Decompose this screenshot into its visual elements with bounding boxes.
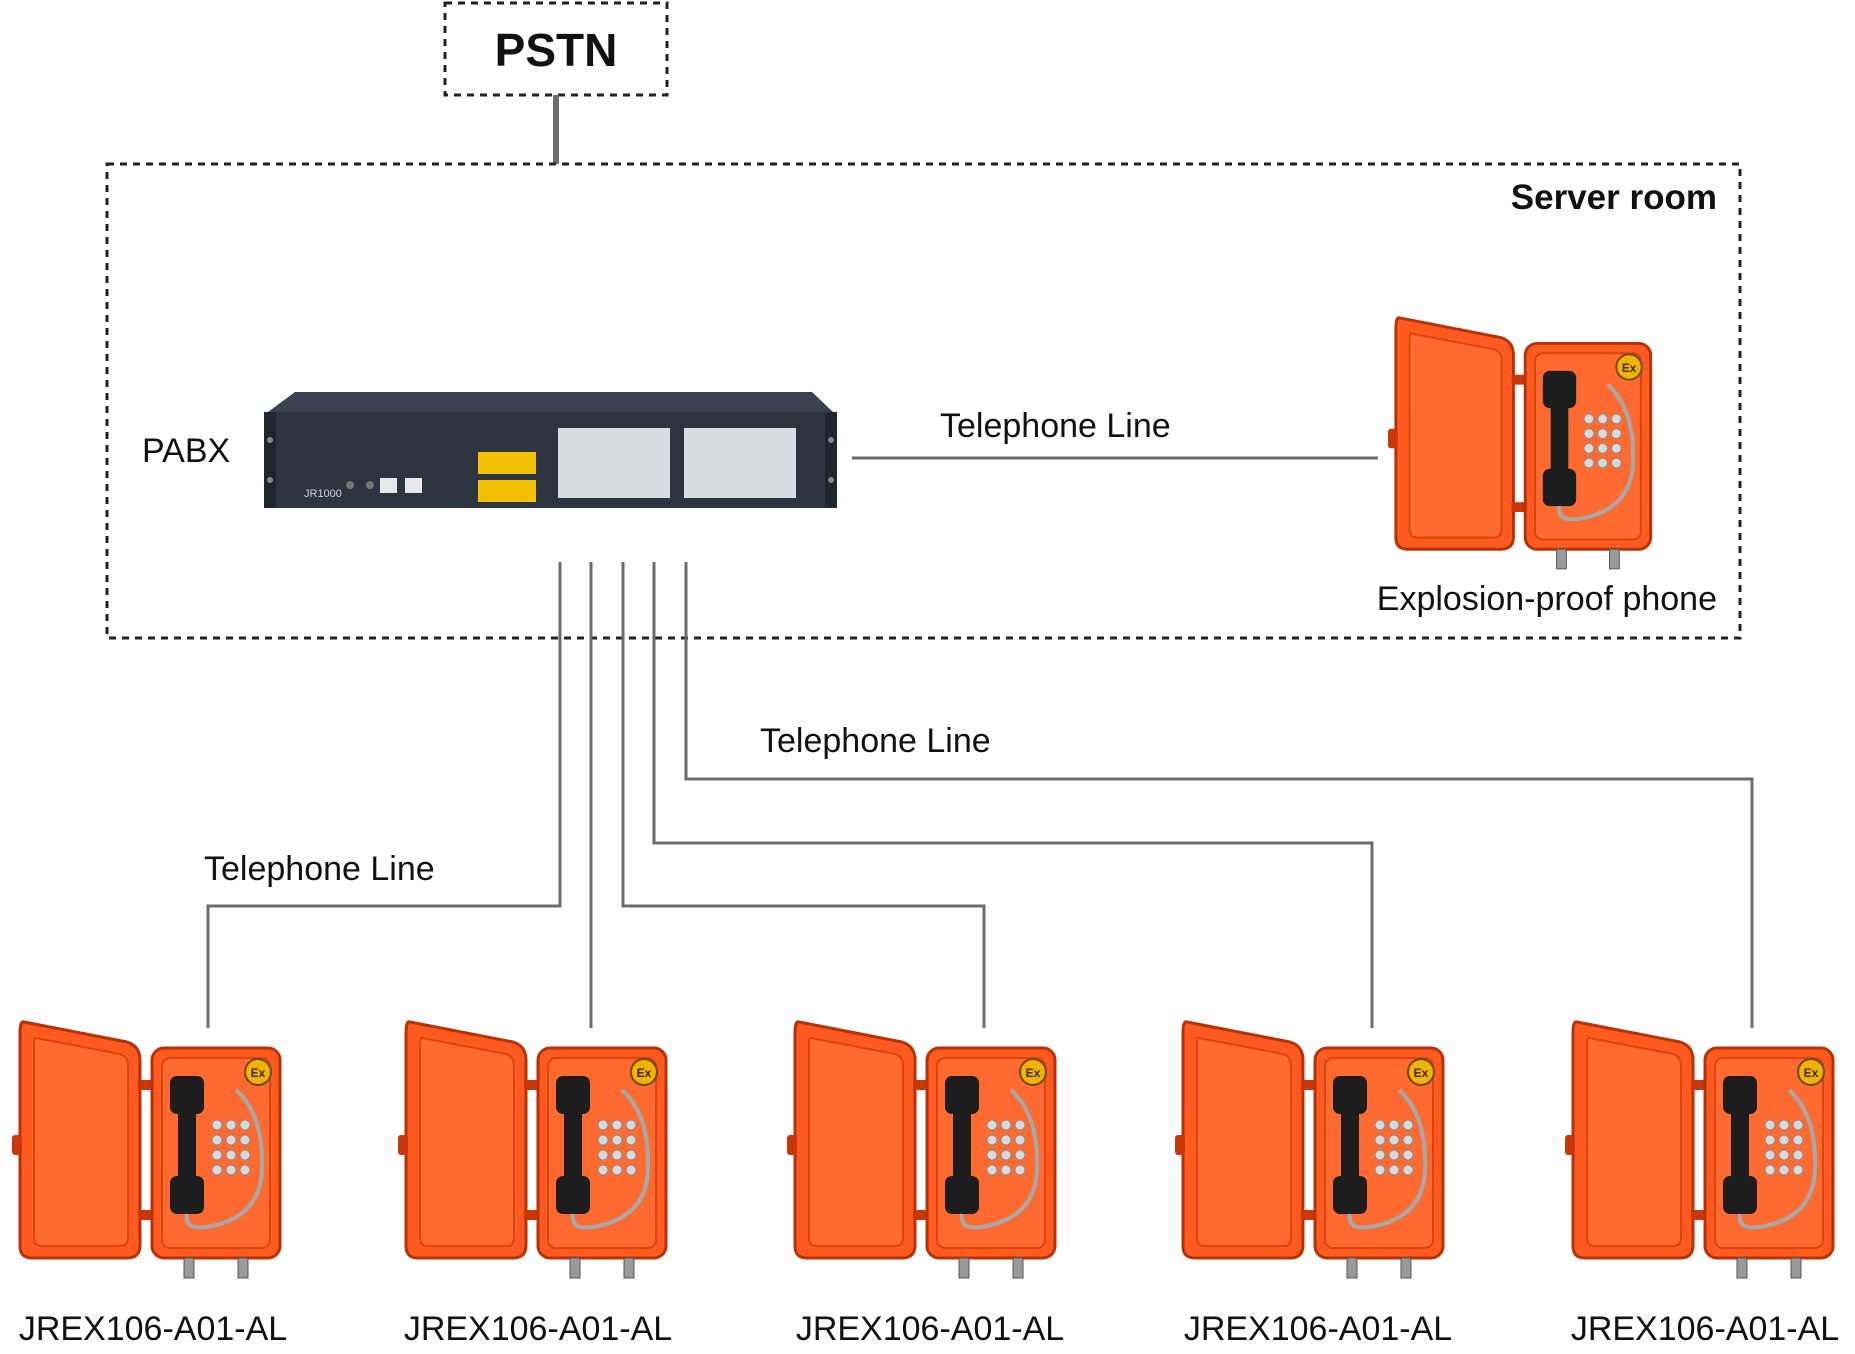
pabx-model: JR1000 — [304, 488, 342, 500]
pabx-label: PABX — [142, 432, 230, 470]
pabx-rack-icon: JR1000 — [264, 392, 837, 508]
phone-2-model: JREX106-A01-AL — [404, 1310, 672, 1348]
bundle-line-label: Telephone Line — [760, 722, 991, 760]
field-phone-3 — [785, 1019, 1057, 1280]
left-line-label: Telephone Line — [204, 850, 435, 888]
local-line-label: Telephone Line — [940, 407, 1171, 445]
line-to-phone-4 — [652, 562, 1374, 1028]
line-to-phone-1 — [206, 562, 562, 1028]
phone-3-model: JREX106-A01-AL — [796, 1310, 1064, 1348]
field-phone-5 — [1563, 1019, 1835, 1280]
server-room-title: Server room — [1511, 178, 1717, 217]
line-to-phone-5 — [684, 562, 1754, 1028]
field-phone-1 — [10, 1019, 282, 1280]
phone-1-model: JREX106-A01-AL — [19, 1310, 287, 1348]
phone-4-model: JREX106-A01-AL — [1184, 1310, 1452, 1348]
field-phone-4 — [1173, 1019, 1445, 1280]
phone-5-model: JREX106-A01-AL — [1571, 1310, 1839, 1348]
pstn-label: PSTN — [495, 24, 618, 76]
pstn-box — [443, 1, 669, 97]
telephone-lines — [206, 562, 1754, 1028]
field-phone-2 — [396, 1019, 668, 1280]
server-room-phone-label: Explosion-proof phone — [1377, 580, 1717, 618]
line-to-phone-3 — [621, 562, 986, 1028]
server-room-phone — [1386, 315, 1653, 571]
